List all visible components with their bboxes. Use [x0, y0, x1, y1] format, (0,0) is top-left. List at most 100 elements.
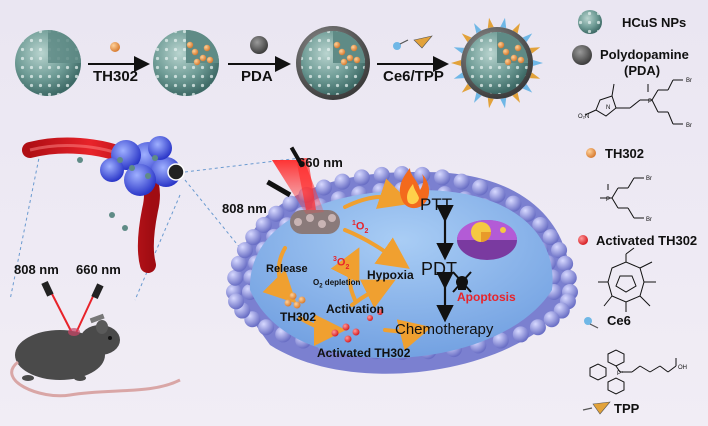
membrane-bead: [227, 269, 244, 286]
ce6-tpp-icons: [393, 35, 433, 50]
np-final: [451, 17, 543, 109]
tpp-structure-icon: [589, 349, 677, 395]
svg-text:O₂N: O₂N: [578, 114, 589, 120]
np-surface-spike: [451, 60, 461, 66]
np-surface-spike: [487, 97, 494, 109]
membrane-bead: [315, 179, 332, 196]
svg-text:P: P: [648, 99, 652, 105]
legend-label-ce6: Ce6: [607, 313, 631, 328]
membrane-bead: [542, 229, 559, 246]
membrane-bead: [453, 173, 470, 190]
mouse-laser-808-label: 808 nm: [14, 262, 59, 277]
membrane-bead: [334, 173, 351, 190]
np-surface-spike: [487, 17, 494, 29]
svg-text:Br: Br: [646, 217, 652, 223]
ce6-legend-icon: [584, 317, 599, 329]
legend-label-th302: TH302: [605, 146, 645, 161]
th302-molecule-icon: [110, 42, 120, 52]
membrane-bead: [551, 242, 568, 259]
legend-label-pda-line2: (PDA): [624, 63, 661, 78]
svg-text:Br: Br: [646, 176, 652, 182]
membrane-bead: [532, 216, 549, 233]
step-label-ce6-tpp: Ce6/TPP: [383, 68, 444, 85]
np-surface-spike: [533, 60, 543, 66]
tumor-mass: [100, 136, 185, 196]
membrane-bead: [373, 166, 390, 183]
np-surface-spike: [500, 97, 507, 109]
pda-legend-icon: [572, 45, 592, 65]
cell-laser-660-label: 660 nm: [298, 155, 343, 170]
legend-icons: O₂N N P Br Br P Br Br: [572, 10, 692, 415]
legend-label-pda-line1: Polydopamine: [600, 47, 689, 62]
np-surface-spike: [512, 23, 520, 34]
np-surface-spike: [500, 17, 507, 29]
th302-particles: [284, 292, 306, 309]
th302-legend-icon: [586, 148, 596, 158]
ce6-structure-icon: [598, 247, 656, 312]
membrane-bead: [560, 269, 577, 286]
membrane-bead: [353, 169, 370, 186]
np-surface-spike: [529, 72, 541, 79]
cell-nanoparticle: [290, 210, 340, 234]
activation-label: Activation: [326, 302, 385, 316]
activated-th302-legend-icon: [578, 235, 588, 245]
membrane-bead: [268, 205, 285, 222]
laser-660-emitter: [289, 146, 305, 168]
membrane-bead: [414, 166, 431, 183]
membrane-bead: [434, 169, 451, 186]
chemotherapy-label: Chemotherapy: [395, 321, 494, 338]
svg-text:N: N: [606, 105, 610, 111]
np-surface-spike: [453, 72, 465, 79]
membrane-bead: [245, 229, 262, 246]
mouse-illustration: [10, 313, 181, 398]
legend-label-activated: Activated TH302: [596, 233, 698, 248]
laser-808-emitter: [266, 179, 292, 198]
np-surface-spike: [461, 83, 472, 93]
np-surface-spike: [474, 23, 482, 34]
membrane-bead: [543, 311, 560, 328]
hcus-np-1: [15, 30, 81, 96]
skull-icon: [452, 271, 472, 293]
np-surface-spike: [522, 83, 533, 93]
legend-label-hcus: HCuS NPs: [622, 15, 687, 30]
legend-label-tpp: TPP: [614, 401, 640, 416]
tpp-legend-icon: [582, 401, 611, 415]
o2-depletion-label: O2 depletion: [313, 278, 361, 290]
hypoxia-label: Hypoxia: [367, 268, 414, 282]
release-label: Release: [266, 263, 308, 275]
step-label-th302: TH302: [93, 68, 139, 85]
np-surface-spike: [522, 33, 533, 43]
svg-text:P: P: [606, 197, 610, 203]
pdt-label: PDT: [421, 259, 457, 279]
apoptotic-cell-icon: [457, 220, 517, 260]
np-surface-spike: [512, 92, 520, 103]
cell-th302-label: TH302: [280, 310, 317, 324]
membrane-bead: [519, 205, 536, 222]
svg-text:OH: OH: [678, 365, 687, 371]
svg-text:P⁺: P⁺: [617, 370, 624, 377]
pda-icon: [250, 36, 268, 54]
synthesis-row: [15, 17, 543, 109]
step-label-pda: PDA: [241, 68, 273, 85]
np-surface-spike: [461, 33, 472, 43]
np-loaded-th302: [153, 30, 219, 96]
membrane-bead: [472, 179, 489, 196]
membrane-bead: [258, 319, 275, 336]
activated-th302-structure-icon: [600, 177, 644, 219]
apoptosis-label: Apoptosis: [457, 290, 516, 304]
membrane-bead: [236, 242, 253, 259]
np-surface-spike: [453, 47, 465, 54]
cell-activated-th302-label: Activated TH302: [317, 346, 411, 360]
np-surface-spike: [474, 92, 482, 103]
membrane-bead: [489, 186, 506, 203]
membrane-bead: [512, 326, 529, 343]
membrane-bead: [529, 319, 546, 336]
membrane-bead: [492, 332, 509, 349]
th302-structure-icon: [584, 79, 683, 125]
singlet-oxygen-label: 1O2: [352, 220, 369, 235]
ptt-label: PTT: [420, 195, 453, 214]
np-pda-coated: [296, 26, 370, 100]
triplet-oxygen-label: 3O2: [333, 256, 350, 271]
